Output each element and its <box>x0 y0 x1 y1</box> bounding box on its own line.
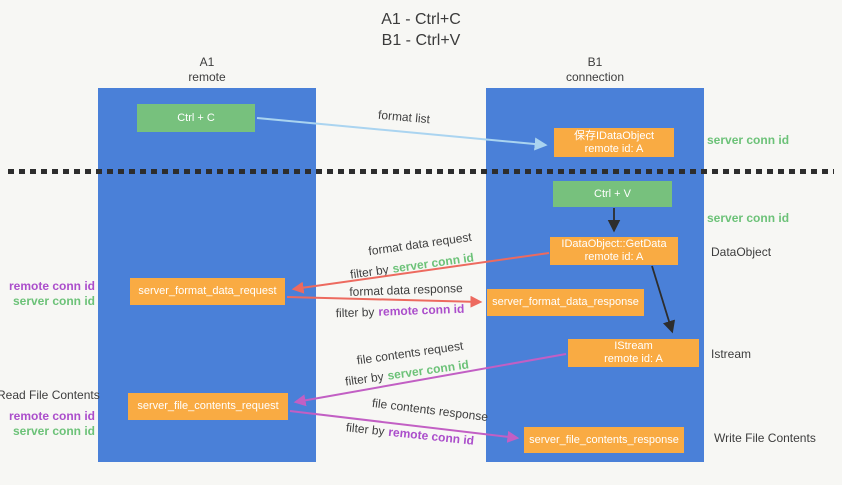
filter-by-text: filter by <box>344 369 385 389</box>
lane-b-header: B1 connection <box>545 55 645 85</box>
filter-key-server-conn-id: server conn id <box>391 250 475 276</box>
filter-by-text: filter by <box>349 262 390 282</box>
lane-a-title: A1 <box>199 55 215 69</box>
filter-key-remote-conn-id: remote conn id <box>378 301 465 319</box>
title-line-2: B1 - Ctrl+V <box>381 32 461 49</box>
right-label-server-conn-id-2: server conn id <box>707 211 790 225</box>
filter-by-text: filter by <box>335 304 375 321</box>
node-istream-line1: IStream <box>614 340 653 352</box>
title-line-1: A1 - Ctrl+C <box>381 11 461 28</box>
node-ctrl-v: Ctrl + V <box>553 181 672 207</box>
flow-label-file-contents-response: file contents response <box>371 395 489 425</box>
right-label-istream: Istream <box>711 347 752 361</box>
filter-by-text: filter by <box>345 420 386 439</box>
lane-a-header: A1 remote <box>157 55 257 85</box>
lane-a-subtitle: remote <box>188 70 226 84</box>
right-label-dataobject: DataObject <box>711 245 772 259</box>
left-label-read-file-contents: Read File Contents <box>0 388 100 402</box>
node-getdata-line2: remote id: A <box>584 251 644 263</box>
node-server-format-data-request: server_format_data_request <box>130 278 285 305</box>
node-istream: IStream remote id: A <box>568 339 699 367</box>
node-server-file-contents-response: server_file_contents_response <box>524 427 684 453</box>
node-format-request-label: server_format_data_request <box>138 285 277 297</box>
node-file-request-label: server_file_contents_request <box>137 400 279 412</box>
node-ctrl-c-label: Ctrl + C <box>177 111 215 124</box>
lane-b-title: B1 <box>587 55 603 69</box>
left-label-server-conn-id-2: server conn id <box>12 424 95 438</box>
node-ctrl-v-label: Ctrl + V <box>594 187 631 200</box>
diagram-title: A1 - Ctrl+C B1 - Ctrl+V <box>0 9 842 51</box>
node-ctrl-c: Ctrl + C <box>137 104 255 132</box>
node-server-file-contents-request: server_file_contents_request <box>128 393 288 420</box>
left-label-remote-conn-id-2: remote conn id <box>8 409 95 423</box>
left-label-server-conn-id-1: server conn id <box>12 294 95 308</box>
filter-key-remote-conn-id: remote conn id <box>387 424 475 448</box>
lane-b-subtitle: connection <box>565 70 625 84</box>
flow-label-format-data-response: format data response <box>349 281 463 299</box>
node-idataobject-getdata: IDataObject::GetData remote id: A <box>550 237 678 265</box>
node-file-response-label: server_file_contents_response <box>529 433 679 446</box>
node-getdata-line1: IDataObject::GetData <box>561 238 667 250</box>
flow-label-format-list: format list <box>377 107 431 127</box>
node-server-format-data-response: server_format_data_response <box>487 289 644 316</box>
session-divider-dotted-line <box>8 169 834 174</box>
node-save-idataobject-line2: remote id: A <box>584 142 644 155</box>
node-save-idataobject-line1: 保存IDataObject <box>573 129 655 142</box>
node-format-response-label: server_format_data_response <box>492 296 639 308</box>
right-label-write-file-contents: Write File Contents <box>714 431 816 445</box>
node-save-idataobject: 保存IDataObject remote id: A <box>554 128 674 157</box>
left-label-remote-conn-id-1: remote conn id <box>8 279 95 293</box>
right-label-server-conn-id-1: server conn id <box>707 133 790 147</box>
node-istream-line2: remote id: A <box>604 353 663 365</box>
